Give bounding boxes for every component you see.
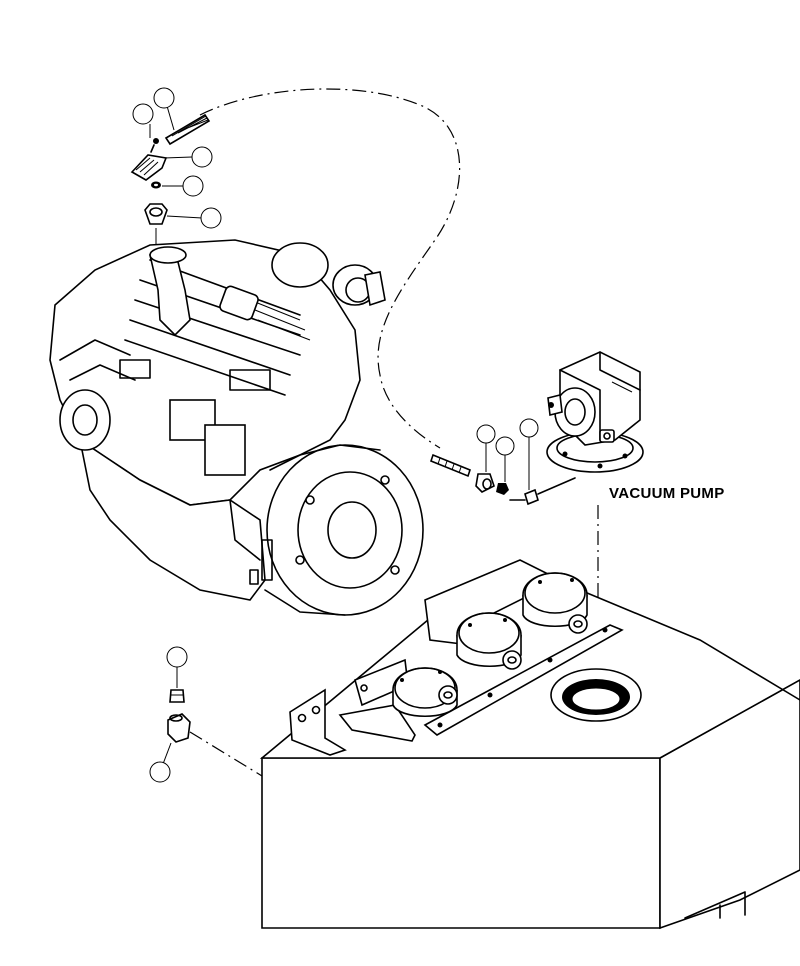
engine-assembly bbox=[49, 239, 424, 616]
vacuum-pump-label: VACUUM PUMP bbox=[609, 485, 725, 502]
callout-circle bbox=[182, 175, 204, 197]
callout-circle bbox=[153, 87, 175, 109]
callout-circle bbox=[191, 146, 213, 168]
callout-circles-pump bbox=[476, 418, 539, 456]
callout-circles-top bbox=[132, 87, 222, 229]
fitting-stack-top bbox=[130, 105, 211, 245]
callout-circle bbox=[476, 424, 496, 444]
callout-circle bbox=[495, 436, 515, 456]
vacuum-line-leader bbox=[199, 88, 461, 449]
fitting-stack-tank bbox=[162, 667, 263, 777]
callout-circle bbox=[132, 103, 154, 125]
callout-circle bbox=[149, 761, 171, 783]
fitting-stack-pump bbox=[430, 437, 576, 506]
callout-circle bbox=[166, 646, 188, 668]
callout-circle bbox=[200, 207, 222, 229]
hydraulic-tank bbox=[259, 559, 800, 930]
callout-circles-tank bbox=[149, 646, 188, 783]
callout-circle bbox=[519, 418, 539, 438]
vacuum-pump bbox=[546, 351, 644, 473]
